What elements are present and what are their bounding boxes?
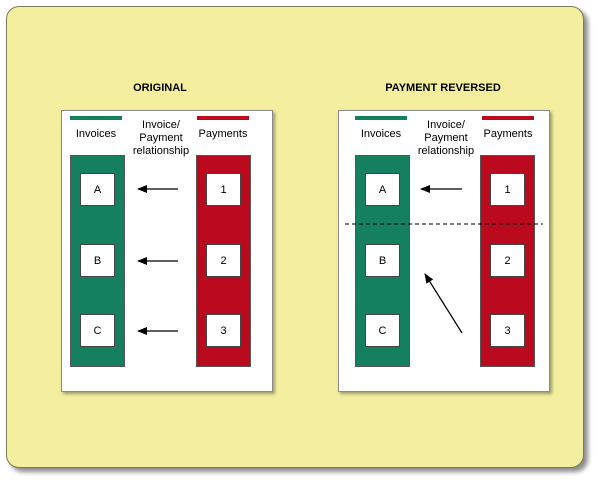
payments-column: 1 2 3	[480, 155, 535, 367]
invoices-column: A B C	[355, 155, 410, 367]
payment-box-3: 3	[490, 314, 525, 347]
payments-header: Payments	[483, 128, 533, 140]
payment-reversed-panel: Invoices Invoice/ Payment relationship P…	[338, 110, 550, 392]
invoice-box-c: C	[365, 314, 400, 347]
invoices-color-bar	[355, 116, 407, 120]
invoices-header: Invoices	[360, 128, 402, 140]
panel-title-original: ORIGINAL	[133, 82, 187, 94]
invoices-column: A B C	[70, 155, 125, 367]
original-panel: Invoices Invoice/ Payment relationship P…	[61, 110, 273, 392]
arrow-3-to-b	[424, 273, 463, 334]
invoices-color-bar	[70, 116, 122, 120]
relationship-arrows	[345, 185, 543, 334]
relationship-header: Invoice/ Payment relationship	[417, 119, 475, 157]
relationship-arrows	[137, 185, 178, 335]
payment-box-1: 1	[490, 173, 525, 206]
payment-box-1: 1	[206, 173, 241, 206]
invoices-header: Invoices	[75, 128, 117, 140]
invoice-box-b: B	[365, 244, 400, 277]
invoice-box-c: C	[80, 314, 115, 347]
payments-column: 1 2 3	[196, 155, 251, 367]
panel-title-payment-reversed: PAYMENT REVERSED	[385, 82, 501, 94]
invoice-box-a: A	[80, 173, 115, 206]
payment-box-2: 2	[490, 244, 525, 277]
payment-box-3: 3	[206, 314, 241, 347]
payments-color-bar	[197, 116, 249, 120]
invoice-box-b: B	[80, 244, 115, 277]
payments-header: Payments	[198, 128, 248, 140]
invoice-box-a: A	[365, 173, 400, 206]
payment-box-2: 2	[206, 244, 241, 277]
payments-color-bar	[482, 116, 534, 120]
relationship-header: Invoice/ Payment relationship	[132, 119, 190, 157]
